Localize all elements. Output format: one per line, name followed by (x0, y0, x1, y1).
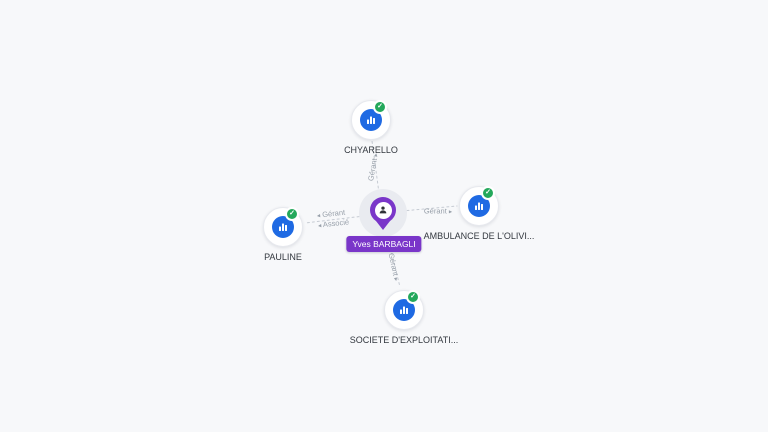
edge-person-pauline (304, 215, 365, 224)
arrow-right-icon: ▸ (448, 208, 453, 216)
bar-chart-icon (393, 299, 415, 321)
company-bubble[interactable]: ✓ (351, 100, 391, 140)
person-name-badge: Yves BARBAGLI (346, 236, 422, 252)
company-bubble[interactable]: ✓ (384, 290, 424, 330)
edge-person-ambulance (401, 205, 458, 212)
check-icon: ✓ (373, 100, 387, 114)
check-icon: ✓ (481, 186, 495, 200)
company-label: CHYARELLO (344, 145, 398, 155)
company-node-societe[interactable]: ✓ SOCIETE D'EXPLOITATI... (329, 290, 479, 345)
company-label: SOCIETE D'EXPLOITATI... (349, 335, 459, 345)
edge-person-societe (386, 233, 401, 288)
company-bubble[interactable]: ✓ (459, 186, 499, 226)
company-label: PAULINE (264, 252, 302, 262)
edge-label-gerant-right: Gérant ▸ (424, 207, 452, 216)
company-label: AMBULANCE DE L'OLIVI... (423, 231, 535, 241)
bar-chart-icon (360, 109, 382, 131)
company-node-chyarello[interactable]: ✓ CHYARELLO (296, 100, 446, 155)
bar-chart-icon (468, 195, 490, 217)
check-icon: ✓ (285, 207, 299, 221)
bar-chart-icon (272, 216, 294, 238)
gerant-label: Gérant (423, 206, 447, 216)
check-icon: ✓ (406, 290, 420, 304)
company-bubble[interactable]: ✓ (263, 207, 303, 247)
person-icon (374, 201, 392, 219)
edge-person-chyarello (371, 140, 380, 194)
person-node-yves-barbagli[interactable] (370, 197, 396, 223)
company-node-pauline[interactable]: ✓ PAULINE (208, 207, 358, 262)
person-pin-tip (376, 221, 390, 230)
company-node-ambulance[interactable]: ✓ AMBULANCE DE L'OLIVI... (404, 186, 554, 241)
